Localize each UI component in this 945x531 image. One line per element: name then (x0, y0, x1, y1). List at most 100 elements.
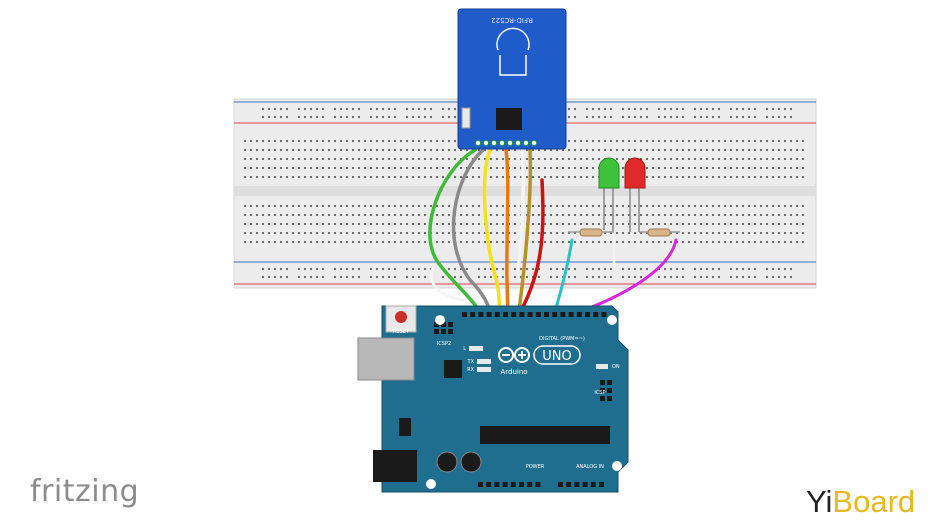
breadboard-hole (682, 214, 684, 216)
breadboard-hole (352, 276, 354, 278)
breadboard-hole (646, 232, 648, 234)
breadboard-hole (376, 241, 378, 243)
breadboard-hole (682, 268, 684, 270)
breadboard-hole (616, 223, 618, 225)
breadboard-hole (532, 268, 534, 270)
breadboard-hole (514, 268, 516, 270)
breadboard-hole (658, 116, 660, 118)
breadboard-hole (382, 116, 384, 118)
breadboard-hole (706, 232, 708, 234)
breadboard-hole (256, 149, 258, 151)
breadboard-hole (748, 116, 750, 118)
breadboard-hole (490, 214, 492, 216)
breadboard-hole (424, 140, 426, 142)
breadboard-hole (442, 223, 444, 225)
breadboard-hole (730, 158, 732, 160)
breadboard-hole (742, 108, 744, 110)
breadboard-hole (472, 241, 474, 243)
breadboard-hole (622, 149, 624, 151)
breadboard-hole (646, 140, 648, 142)
breadboard-hole (802, 205, 804, 207)
breadboard-hole (448, 167, 450, 169)
breadboard-hole (256, 158, 258, 160)
breadboard-hole (502, 149, 504, 151)
breadboard-hole (316, 214, 318, 216)
breadboard-hole (322, 116, 324, 118)
breadboard-hole (700, 158, 702, 160)
breadboard-hole (676, 214, 678, 216)
breadboard-hole (760, 223, 762, 225)
breadboard-hole (502, 276, 504, 278)
breadboard-hole (688, 176, 690, 178)
breadboard-hole (382, 158, 384, 160)
breadboard-hole (688, 167, 690, 169)
breadboard-hole (592, 116, 594, 118)
breadboard-hole (316, 158, 318, 160)
reset-button[interactable] (395, 311, 407, 323)
breadboard-hole (346, 176, 348, 178)
breadboard-hole (382, 149, 384, 151)
breadboard-hole (262, 223, 264, 225)
breadboard-hole (592, 214, 594, 216)
breadboard-hole (394, 149, 396, 151)
breadboard-hole (574, 205, 576, 207)
breadboard-hole (754, 241, 756, 243)
breadboard-hole (772, 223, 774, 225)
power-header-pin (510, 482, 516, 487)
breadboard-hole (448, 116, 450, 118)
breadboard-hole (796, 167, 798, 169)
breadboard-hole (772, 214, 774, 216)
icsp-pin (607, 388, 612, 393)
breadboard-hole (394, 205, 396, 207)
digital-header-pin (511, 312, 517, 317)
power-header-pin (535, 482, 541, 487)
breadboard-hole (640, 241, 642, 243)
breadboard-hole (742, 268, 744, 270)
analog-label: ANALOG IN (576, 464, 604, 470)
capacitor-2 (460, 451, 482, 473)
breadboard-hole (352, 149, 354, 151)
breadboard-hole (706, 167, 708, 169)
breadboard-hole (682, 140, 684, 142)
icsp-pin (607, 396, 612, 401)
breadboard-hole (298, 108, 300, 110)
rfid-pin (531, 140, 537, 146)
breadboard-hole (412, 223, 414, 225)
breadboard-hole (760, 167, 762, 169)
breadboard-hole (574, 214, 576, 216)
breadboard-hole (658, 276, 660, 278)
digital-header-pin (494, 312, 500, 317)
breadboard-hole (460, 167, 462, 169)
breadboard-hole (502, 167, 504, 169)
breadboard-hole (244, 158, 246, 160)
breadboard-hole (628, 205, 630, 207)
breadboard-hole (556, 214, 558, 216)
breadboard-hole (460, 241, 462, 243)
analog-header-pin (599, 482, 604, 487)
breadboard-hole (478, 149, 480, 151)
power-label: POWER (526, 464, 545, 470)
breadboard-hole (538, 214, 540, 216)
breadboard-hole (796, 140, 798, 142)
breadboard-hole (784, 176, 786, 178)
breadboard-hole (322, 214, 324, 216)
breadboard-hole (376, 176, 378, 178)
breadboard-hole (358, 167, 360, 169)
breadboard-hole (604, 205, 606, 207)
breadboard-hole (634, 241, 636, 243)
breadboard-hole (472, 205, 474, 207)
breadboard-hole (760, 176, 762, 178)
breadboard-hole (784, 205, 786, 207)
breadboard-hole (424, 167, 426, 169)
breadboard-hole (436, 232, 438, 234)
usb-chip (444, 360, 462, 378)
breadboard-hole (724, 167, 726, 169)
breadboard-hole (430, 140, 432, 142)
breadboard-hole (712, 268, 714, 270)
breadboard-hole (514, 205, 516, 207)
breadboard-hole (634, 205, 636, 207)
breadboard-hole (268, 176, 270, 178)
breadboard-hole (664, 167, 666, 169)
breadboard-hole (520, 205, 522, 207)
breadboard-hole (556, 149, 558, 151)
